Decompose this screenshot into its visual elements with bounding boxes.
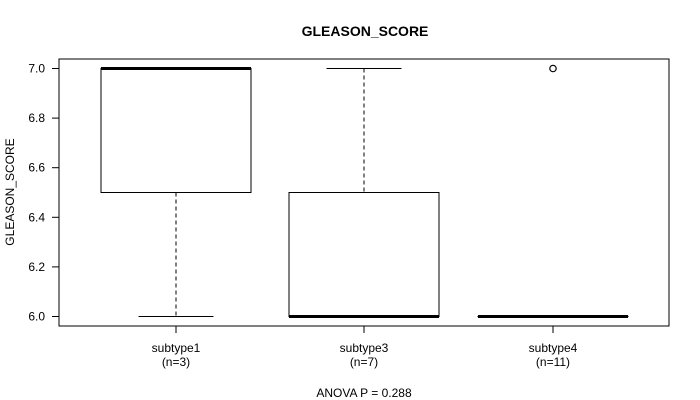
x-axis-labels: subtype1(n=3) subtype3(n=7) subtype4(n=11) — [152, 326, 578, 369]
y-axis-label: GLEASON_SCORE — [3, 138, 17, 245]
box-iqr — [288, 192, 440, 317]
x-category-label: subtype3 — [340, 341, 389, 355]
x-category-count: (n=7) — [350, 355, 378, 369]
y-tick-label: 6.4 — [28, 210, 45, 224]
y-tick-label: 6.2 — [28, 260, 45, 274]
box-subtype1 — [100, 67, 252, 317]
y-tick-label: 6.6 — [28, 161, 45, 175]
y-tick-label: 6.8 — [28, 111, 45, 125]
boxes-group — [100, 64, 629, 318]
anova-p-value: ANOVA P = 0.288 — [316, 386, 412, 400]
box-iqr — [100, 68, 252, 193]
box-subtype4 — [477, 64, 629, 318]
x-category-label: subtype4 — [529, 341, 578, 355]
outlier-point — [549, 64, 557, 73]
x-category-label: subtype1 — [152, 341, 201, 355]
x-category-count: (n=3) — [162, 355, 190, 369]
y-tick-label: 6.0 — [28, 310, 45, 324]
y-tick-label: 7.0 — [28, 62, 45, 76]
y-axis: 6.0 6.2 6.4 6.6 6.8 7.0 — [28, 62, 60, 324]
x-category-count: (n=11) — [536, 355, 570, 369]
chart-title: GLEASON_SCORE — [302, 23, 429, 39]
box-subtype3 — [288, 68, 440, 318]
